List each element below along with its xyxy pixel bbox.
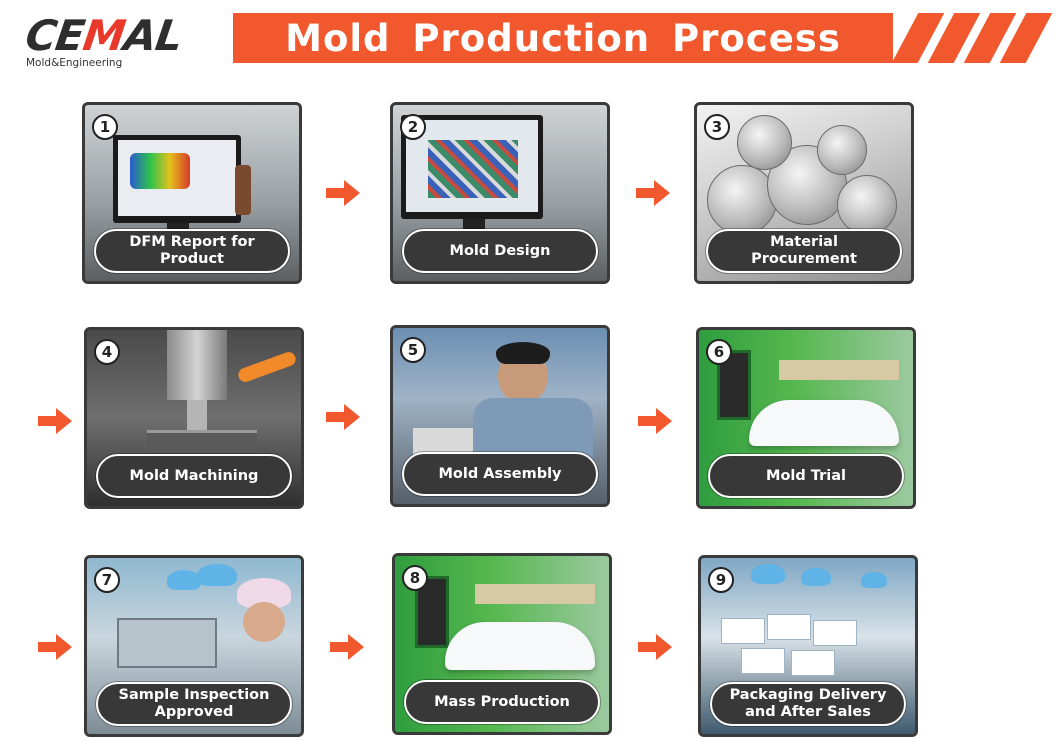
dfm-report-photo bbox=[85, 105, 299, 281]
step-number-badge: 6 bbox=[706, 339, 732, 365]
step-number-badge: 7 bbox=[94, 567, 120, 593]
step-label: Mold Design bbox=[402, 229, 598, 273]
step-1-card: 1 DFM Report for Product bbox=[82, 102, 302, 284]
step-label: Mold Machining bbox=[96, 454, 292, 498]
arrow-right-icon bbox=[636, 180, 670, 206]
step-number-badge: 2 bbox=[400, 114, 426, 140]
step-label: Packaging Delivery and After Sales bbox=[710, 682, 906, 726]
step-label: Mold Assembly bbox=[402, 452, 598, 496]
step-number-badge: 1 bbox=[92, 114, 118, 140]
logo-letters-al: AL bbox=[120, 11, 186, 60]
brand-logo: CEMAL Mold&Engineering bbox=[23, 11, 196, 70]
step-number-badge: 5 bbox=[400, 337, 426, 363]
logo-tagline: Mold&Engineering bbox=[26, 57, 123, 69]
step-label: Mold Trial bbox=[708, 454, 904, 498]
arrow-right-icon bbox=[326, 180, 360, 206]
page-title: Mold Production Process bbox=[285, 16, 841, 60]
step-4-card: 4 Mold Machining bbox=[84, 327, 304, 509]
step-5-card: 5 Mold Assembly bbox=[390, 325, 610, 507]
step-2-card: 2 Mold Design bbox=[390, 102, 610, 284]
arrow-right-icon bbox=[38, 408, 72, 434]
arrow-right-icon bbox=[638, 634, 672, 660]
logo-letters-ce: CE bbox=[22, 11, 88, 60]
title-banner: Mold Production Process bbox=[233, 13, 1052, 63]
arrow-right-icon bbox=[638, 408, 672, 434]
step-label: Mass Production bbox=[404, 680, 600, 724]
step-number-badge: 4 bbox=[94, 339, 120, 365]
step-number-badge: 9 bbox=[708, 567, 734, 593]
step-label: Sample Inspection Approved bbox=[96, 682, 292, 726]
step-number-badge: 3 bbox=[704, 114, 730, 140]
step-9-card: 9 Packaging Delivery and After Sales bbox=[698, 555, 918, 737]
logo-wordmark: CEMAL bbox=[23, 11, 185, 60]
step-7-card: 7 Sample Inspection Approved bbox=[84, 555, 304, 737]
step-label: DFM Report for Product bbox=[94, 229, 290, 273]
step-6-card: 6 Mold Trial bbox=[696, 327, 916, 509]
arrow-right-icon bbox=[326, 404, 360, 430]
step-8-card: 8 Mass Production bbox=[392, 553, 612, 735]
step-number-badge: 8 bbox=[402, 565, 428, 591]
arrow-right-icon bbox=[38, 634, 72, 660]
arrow-right-icon bbox=[330, 634, 364, 660]
step-3-card: 3 Material Procurement bbox=[694, 102, 914, 284]
step-label: Material Procurement bbox=[706, 229, 902, 273]
